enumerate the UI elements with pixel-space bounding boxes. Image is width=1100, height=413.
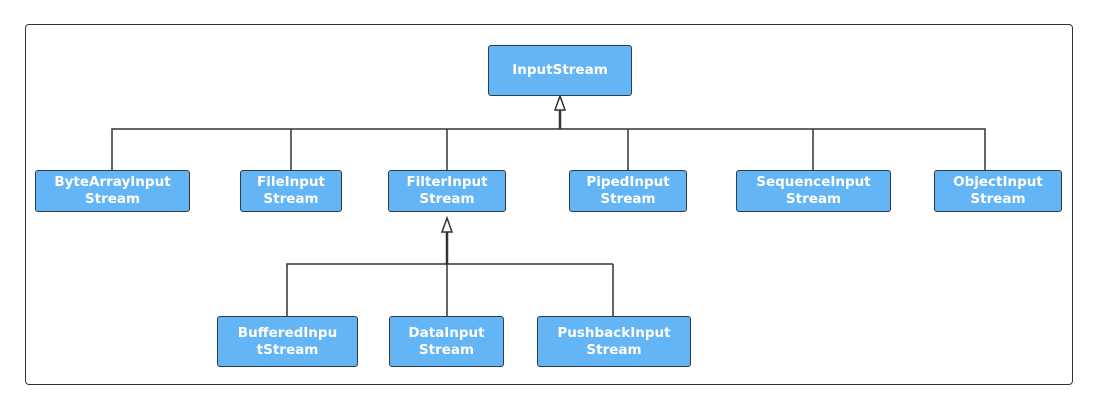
inheritance-arrow-filter-input-stream (440, 215, 454, 233)
inheritance-arrow-input-stream (553, 93, 567, 111)
node-piped-input-stream[interactable]: PipedInput Stream (569, 170, 687, 212)
node-data-input-stream[interactable]: DataInput Stream (389, 316, 504, 367)
node-sequence-input-stream[interactable]: SequenceInput Stream (736, 170, 891, 212)
node-filter-input-stream[interactable]: FilterInput Stream (388, 170, 506, 212)
node-object-input-stream[interactable]: ObjectInput Stream (934, 170, 1062, 212)
edges-input-stream (111, 93, 986, 170)
edges-filter-input-stream (286, 215, 614, 316)
node-pushback-input-stream[interactable]: PushbackInput Stream (537, 316, 691, 367)
edge-buffered-to-filter (286, 263, 613, 316)
node-input-stream[interactable]: InputStream (488, 45, 632, 96)
edge-byte-array-to-input-stream (111, 128, 560, 170)
node-buffered-input-stream[interactable]: BufferedInpu tStream (217, 316, 358, 367)
node-byte-array-input-stream[interactable]: ByteArrayInput Stream (35, 170, 190, 212)
edge-object-to-input-stream (560, 128, 986, 170)
node-file-input-stream[interactable]: FileInput Stream (240, 170, 342, 212)
